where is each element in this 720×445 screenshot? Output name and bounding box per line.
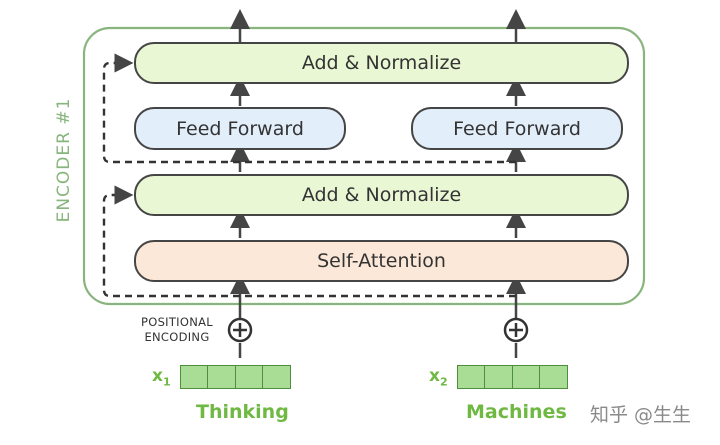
input-symbol-x2-subscript: 2 [439,375,448,389]
embedding-cell [207,365,237,389]
input-word-thinking: Thinking [196,401,289,423]
add-normalize-bottom-box: Add & Normalize [134,174,629,216]
encoder-title: ENCODER #1 [54,97,74,223]
embedding-cell [234,365,264,389]
add-normalize-bottom-label: Add & Normalize [301,184,462,206]
feed-forward-left-box: Feed Forward [134,107,346,150]
embedding-cell [539,365,569,389]
plus-icon-right [503,317,529,343]
add-normalize-top-label: Add & Normalize [301,52,462,74]
embedding-cell [262,365,292,389]
embedding-vector-1 [180,365,292,389]
input-symbol-x2: x2 [429,366,448,388]
watermark-text: 知乎 @生生 [590,404,692,426]
positional-encoding-label: POSITIONAL ENCODING [132,315,222,345]
feed-forward-right-label: Feed Forward [453,117,581,140]
encoder-frame [82,26,646,306]
plus-icon-left [227,317,253,343]
self-attention-label: Self-Attention [317,250,446,272]
feed-forward-right-box: Feed Forward [411,107,623,150]
input-symbol-x1: x1 [152,366,171,388]
residual-path-lower [102,185,240,298]
input-symbol-x1-subscript: 1 [162,375,171,389]
embedding-cell [511,365,541,389]
input-word-machines: Machines [466,401,567,423]
input-symbol-x1-letter: x [152,366,163,386]
embedding-cell [180,365,209,389]
positional-encoding-line2: ENCODING [144,330,210,344]
positional-encoding-line1: POSITIONAL [140,315,214,329]
feed-forward-left-label: Feed Forward [176,117,304,140]
embedding-cell [457,365,486,389]
self-attention-box: Self-Attention [134,240,629,282]
input-symbol-x2-letter: x [429,366,440,386]
residual-path-upper [102,53,240,164]
embedding-cell [484,365,514,389]
add-normalize-top-box: Add & Normalize [134,42,629,84]
embedding-vector-2 [457,365,569,389]
